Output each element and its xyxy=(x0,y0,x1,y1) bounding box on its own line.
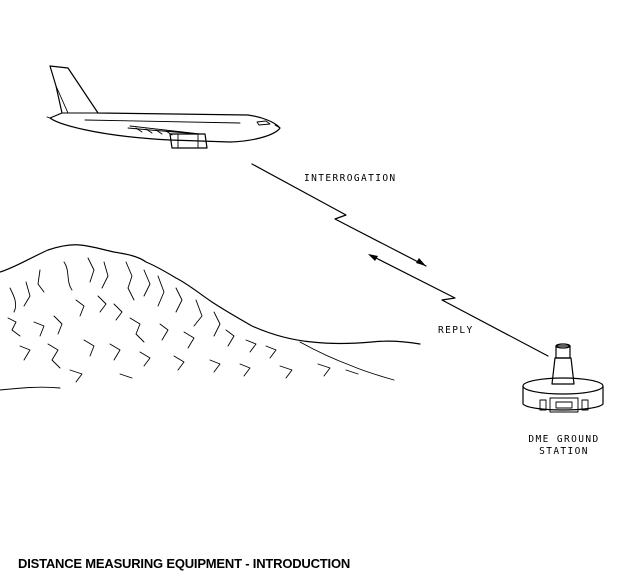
aircraft-drawing xyxy=(46,65,281,149)
reply-signal-line xyxy=(368,254,549,357)
station-label-line-1: DME GROUND xyxy=(528,434,599,445)
figure-caption: DISTANCE MEASURING EQUIPMENT - INTRODUCT… xyxy=(18,556,351,571)
dme-ground-station-drawing xyxy=(522,343,604,413)
interrogation-label: INTERROGATION xyxy=(304,173,397,184)
station-label-line-2: STATION xyxy=(539,446,589,457)
reply-label: REPLY xyxy=(438,325,474,336)
mountain-drawing xyxy=(0,244,421,391)
interrogation-signal-line xyxy=(251,163,427,267)
